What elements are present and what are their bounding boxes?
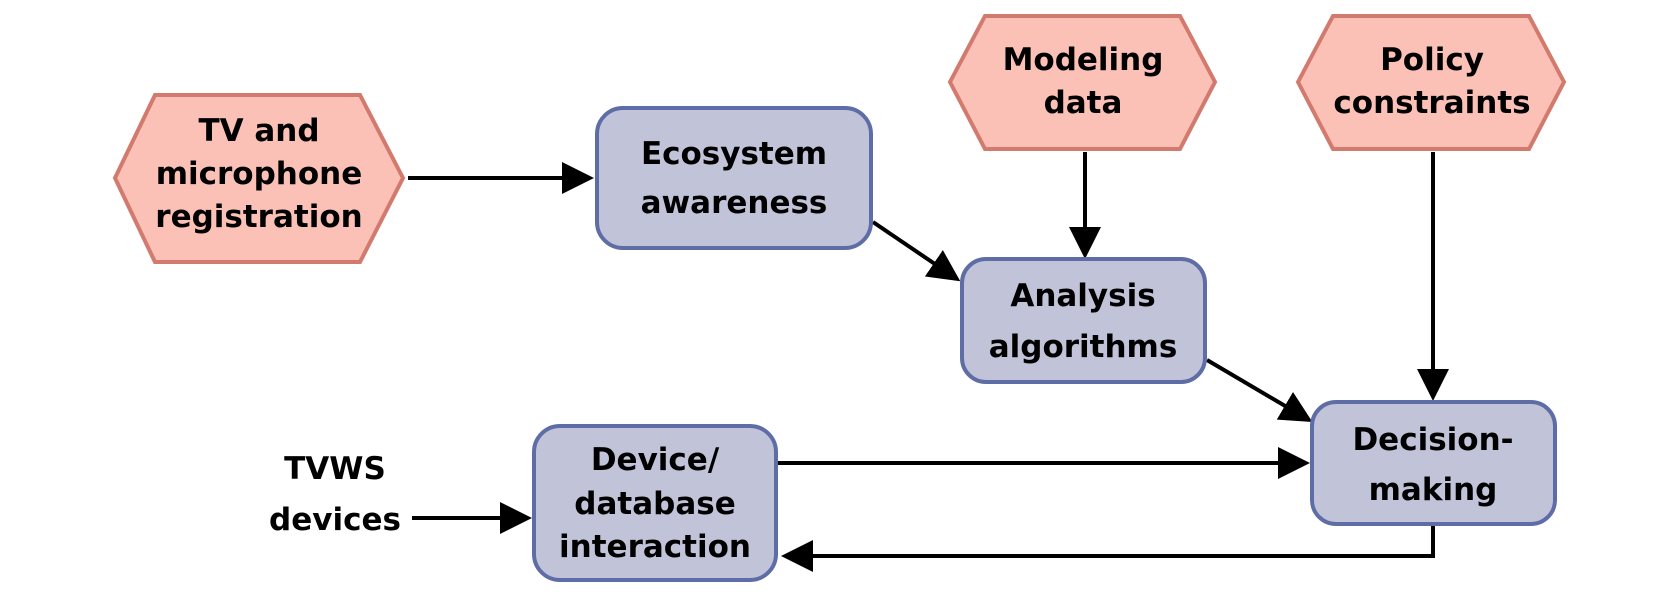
node-tv-registration: TV and microphone registration bbox=[112, 93, 406, 264]
box-shape bbox=[595, 106, 873, 250]
edge-ecosystem-awareness-to-analysis-algorithms bbox=[871, 220, 961, 282]
edges bbox=[408, 152, 1449, 572]
hexagon-shape bbox=[1295, 14, 1567, 151]
node-modeling-data: Modeling data bbox=[947, 14, 1218, 151]
node-label: devices bbox=[269, 502, 401, 538]
edge-analysis-algorithms-to-decision-making bbox=[1205, 358, 1313, 423]
node-label: Analysis bbox=[1010, 278, 1155, 314]
node-policy-constraints: Policy constraints bbox=[1295, 14, 1567, 151]
hexagon-shape bbox=[112, 93, 406, 264]
node-label: interaction bbox=[559, 529, 751, 565]
node-label: TV and bbox=[198, 113, 319, 149]
box-shape bbox=[532, 424, 778, 582]
node-label: microphone bbox=[156, 156, 363, 192]
node-label: algorithms bbox=[989, 329, 1178, 365]
edge-decision-making-to-device-db-interaction bbox=[781, 524, 1435, 572]
node-analysis-algorithms: Analysis algorithms bbox=[960, 257, 1207, 384]
node-label: awareness bbox=[641, 185, 828, 221]
node-label: TVWS bbox=[284, 451, 386, 487]
node-ecosystem-awareness: Ecosystem awareness bbox=[595, 106, 873, 250]
node-label: registration bbox=[155, 199, 362, 235]
node-label: Modeling bbox=[1003, 42, 1164, 78]
node-label: Device/ bbox=[591, 442, 720, 478]
hexagon-shape bbox=[947, 14, 1218, 151]
node-label: database bbox=[574, 486, 735, 522]
box-shape bbox=[1310, 400, 1557, 526]
node-label: Ecosystem bbox=[641, 136, 827, 172]
node-label: Policy bbox=[1380, 42, 1484, 78]
node-label: constraints bbox=[1333, 85, 1530, 121]
node-device-db-interaction: Device/ database interaction bbox=[532, 424, 778, 582]
node-label: data bbox=[1044, 85, 1123, 121]
node-label: Decision- bbox=[1352, 422, 1513, 458]
node-label: making bbox=[1369, 472, 1498, 508]
box-shape bbox=[960, 257, 1207, 384]
node-tvws-devices: TVWS devices bbox=[269, 451, 401, 538]
node-decision-making: Decision- making bbox=[1310, 400, 1557, 526]
